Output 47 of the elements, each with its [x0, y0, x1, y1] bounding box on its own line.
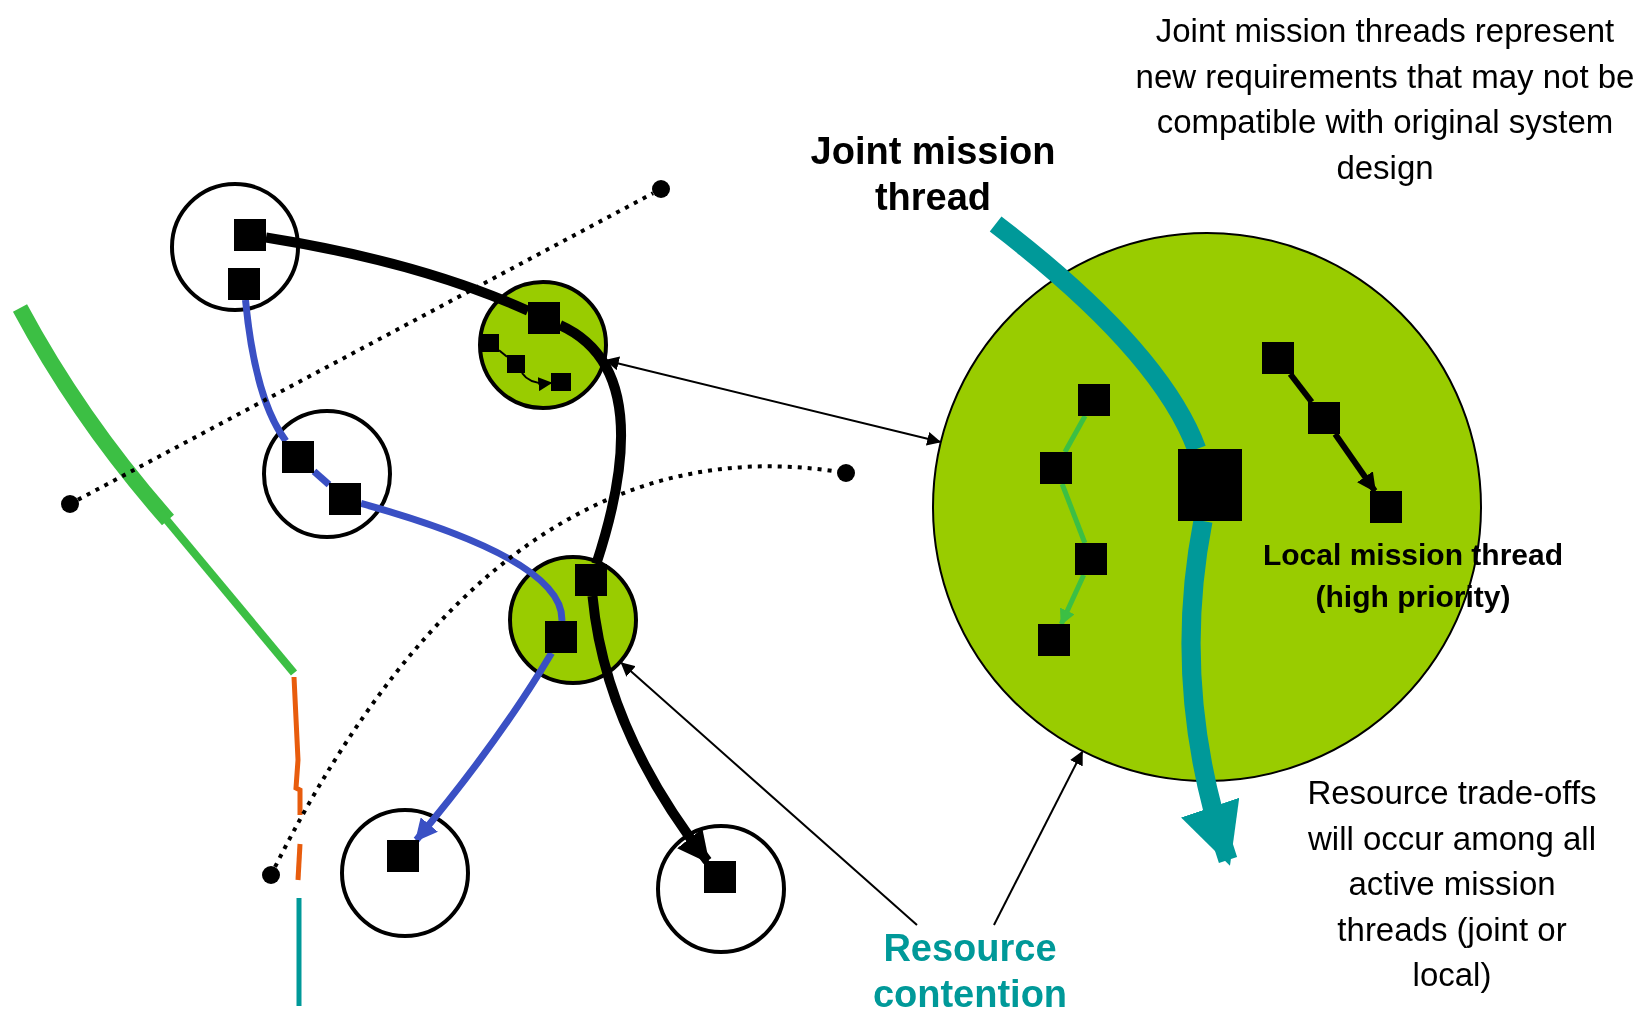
square-marker: [329, 483, 361, 515]
note-text: Joint mission threads represent new requirements that may not be compatible with original system design: [1134, 11, 1636, 188]
connector-line: [311, 468, 332, 488]
square-marker: [528, 302, 560, 334]
arrow: [413, 651, 555, 843]
square-marker: [1038, 624, 1070, 656]
square-marker: [481, 334, 499, 352]
square-marker: [282, 441, 314, 473]
square-marker: [1178, 449, 1242, 521]
arrow: [992, 750, 1084, 926]
dot-marker: [837, 464, 855, 482]
callout-text: Resource contention: [820, 925, 1120, 1018]
callout-text: Joint mission thread: [773, 128, 1093, 221]
square-marker: [507, 355, 525, 373]
square-marker: [545, 621, 577, 653]
connector-line: [1062, 414, 1088, 454]
arrow: [1332, 432, 1378, 493]
dot-marker: [652, 180, 670, 198]
connector-line: [242, 299, 289, 443]
arrow: [587, 595, 712, 864]
note-text: Resource trade-offs will occur among all active mission threads (joint or local): [1306, 773, 1598, 996]
square-marker: [551, 373, 571, 391]
square-marker: [228, 268, 260, 300]
square-marker: [1040, 452, 1072, 484]
connector-line: [498, 349, 508, 358]
connector-line: [265, 232, 530, 316]
arrow: [1059, 573, 1086, 626]
square-marker: [575, 564, 607, 596]
connector-line: [1059, 483, 1088, 544]
connector-line: [360, 500, 566, 622]
dot-marker: [262, 866, 280, 884]
arrow: [604, 356, 942, 446]
square-marker: [1370, 491, 1402, 523]
dot-marker: [61, 495, 79, 513]
square-marker: [1075, 543, 1107, 575]
arrow: [1181, 519, 1241, 866]
square-marker: [704, 861, 736, 893]
square-marker: [387, 840, 419, 872]
connector-line: [1287, 372, 1315, 404]
arrow: [620, 662, 918, 926]
square-marker: [1262, 342, 1294, 374]
square-marker: [1308, 402, 1340, 434]
connector-line: [557, 320, 626, 566]
connector-line: [77, 191, 654, 502]
square-marker: [1078, 384, 1110, 416]
arrow: [521, 372, 553, 391]
square-marker: [234, 219, 266, 251]
